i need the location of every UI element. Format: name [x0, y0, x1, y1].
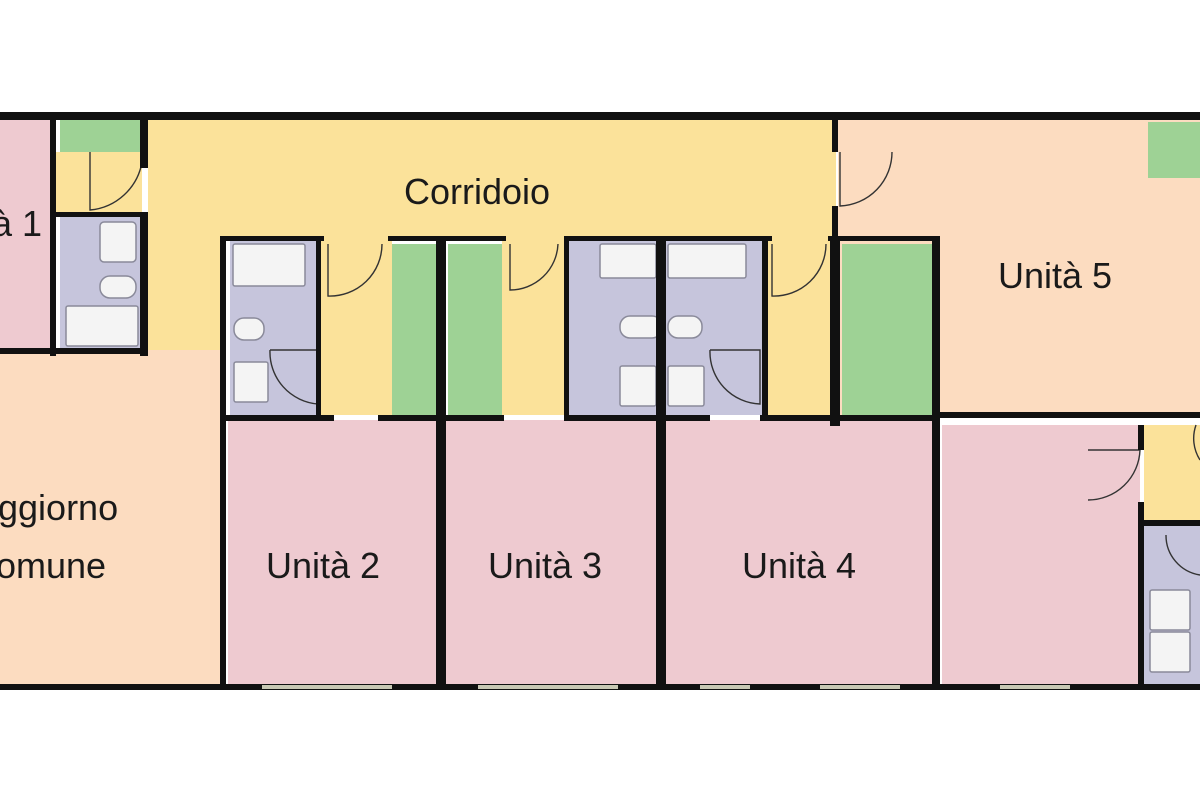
corridor-left-strip — [148, 240, 224, 360]
label-unit3: Unità 3 — [488, 545, 602, 586]
label-corridor: Corridoio — [404, 171, 550, 212]
room-unit1 — [0, 118, 52, 350]
label-unit5: Unità 5 — [998, 255, 1112, 296]
label-unit1: tà 1 — [0, 203, 42, 244]
entry-unit3 — [502, 240, 566, 415]
room-unit3 — [446, 420, 658, 686]
fixtures — [65, 221, 1191, 673]
room-unit2 — [228, 420, 440, 686]
room-living — [0, 350, 224, 688]
closet-unit4 — [842, 244, 932, 415]
label-living-line1: ggiorno — [0, 487, 118, 528]
entry-unit4 — [766, 240, 836, 415]
windows — [262, 685, 1070, 689]
label-unit2: Unità 2 — [266, 545, 380, 586]
closet-unit2 — [392, 244, 436, 415]
room-living-upper — [148, 355, 224, 365]
closet-unit1 — [60, 120, 140, 152]
room-unit6 — [942, 425, 1140, 686]
room-unit4 — [664, 420, 936, 686]
entry-unit6 — [1144, 425, 1200, 523]
entry-unit2 — [320, 240, 392, 415]
door-swings — [89, 151, 1200, 576]
label-living-line2: omune — [0, 545, 106, 586]
closet-unit3 — [448, 244, 502, 415]
entry-unit1 — [52, 152, 142, 215]
room-corridor — [148, 120, 836, 240]
label-unit4: Unità 4 — [742, 545, 856, 586]
closet-unit5 — [1148, 122, 1200, 178]
